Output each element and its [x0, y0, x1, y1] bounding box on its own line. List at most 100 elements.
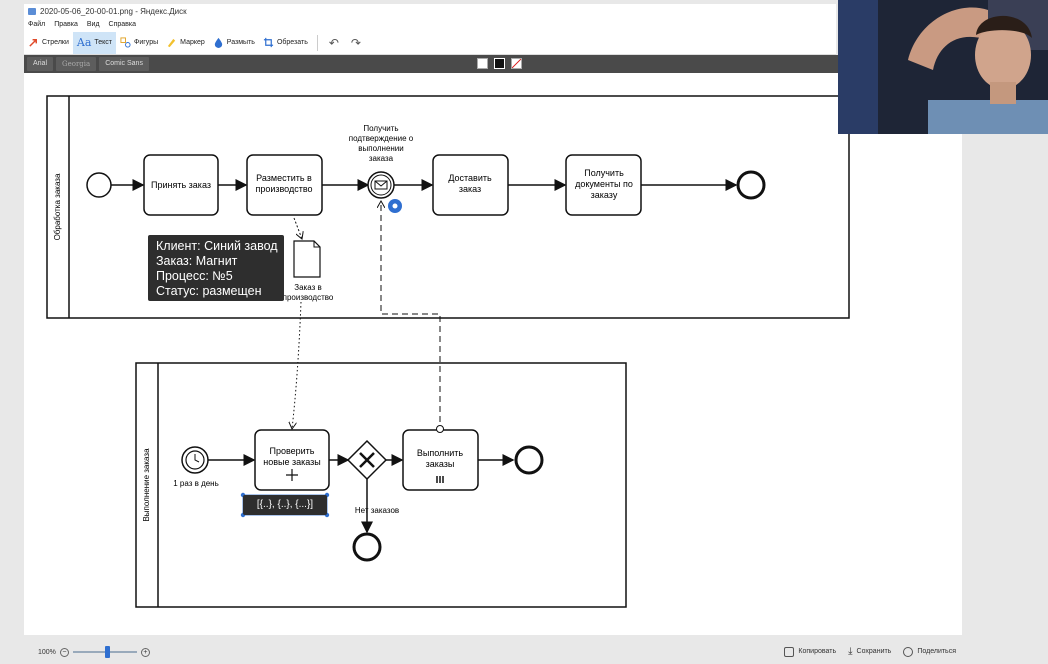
- tool-marker[interactable]: Маркер: [162, 32, 209, 54]
- task-check-label-line2: новые заказы: [263, 457, 321, 467]
- window-title: 2020-05-06_20-00-01.png - Яндекс.Диск: [40, 6, 187, 16]
- tool-shapes-label: Фигуры: [134, 39, 159, 46]
- end-event-executed: [514, 445, 544, 475]
- envelope-icon: [374, 180, 388, 190]
- zoom-level: 100%: [38, 648, 56, 656]
- task-deliver-label-line1: Доставить: [448, 173, 492, 183]
- presenter-video-frame: [838, 0, 1048, 134]
- note-line-status: Статус: размещен: [156, 284, 262, 298]
- task-accept-order-label: Принять заказ: [151, 180, 211, 190]
- marker-icon: [167, 38, 176, 48]
- webcam-overlay: [838, 0, 1048, 134]
- share-button[interactable]: Поделиться: [903, 646, 956, 657]
- message-event-label-line1: Получить: [363, 124, 398, 133]
- multi-instance-icon: [436, 476, 444, 483]
- zoom-out-icon[interactable]: −: [59, 647, 69, 657]
- message-flow-confirm: [381, 201, 441, 422]
- tool-arrows-label: Стрелки: [42, 39, 69, 46]
- plus-icon: [286, 469, 298, 481]
- data-object-icon: [293, 240, 321, 278]
- pool-order-execution-label: Выполнение заказа: [142, 448, 151, 522]
- task-docs-label-line2: документы по: [575, 179, 633, 189]
- data-object-label-line1: Заказ в: [294, 283, 321, 292]
- tool-blur[interactable]: Размыть: [209, 32, 259, 54]
- clock-icon: [185, 450, 205, 470]
- data-association-out: [293, 217, 302, 239]
- message-event-label-line4: заказа: [369, 154, 394, 163]
- tool-crop-label: Обрезать: [276, 39, 308, 46]
- color-swatch-white[interactable]: [477, 58, 488, 69]
- menu-help[interactable]: Справка: [108, 21, 137, 28]
- download-icon: ⤓: [848, 646, 853, 657]
- task-docs-label-line1: Получить: [584, 168, 624, 178]
- task-execute-label-line2: заказы: [426, 459, 455, 469]
- menu-bar: Файл Правка Вид Справка: [24, 18, 836, 31]
- message-catch-event-inner: [370, 174, 392, 196]
- status-actions: Копировать ⤓Сохранить Поделиться: [772, 646, 956, 657]
- arrow-icon: [29, 39, 37, 47]
- clock-hands: [194, 454, 200, 463]
- crop-icon: [263, 37, 274, 48]
- font-comic-sans[interactable]: Comic Sans: [99, 57, 149, 71]
- menu-file[interactable]: Файл: [28, 21, 46, 28]
- tool-marker-label: Маркер: [180, 39, 205, 46]
- zoom-slider[interactable]: [72, 646, 137, 658]
- data-object-fold: [313, 241, 320, 248]
- task-place-label-line2: производство: [255, 184, 312, 194]
- menu-view[interactable]: Вид: [86, 21, 100, 28]
- data-object-label-line2: производство: [283, 293, 334, 302]
- task-docs-label-line3: заказу: [591, 190, 618, 200]
- save-button[interactable]: ⤓Сохранить: [848, 646, 891, 657]
- task-place-label-line1: Разместить в: [256, 173, 312, 183]
- share-label: Поделиться: [917, 648, 956, 655]
- bpmn-diagram: Обработка заказа Принять заказ Разместит…: [46, 95, 850, 608]
- pool-order-processing-label: Обработка заказа: [53, 173, 62, 240]
- redo-icon[interactable]: ↷: [350, 35, 361, 50]
- shapes-icon: [120, 37, 131, 48]
- app-icon: [28, 7, 36, 15]
- end-event: [736, 170, 766, 200]
- window-titlebar: 2020-05-06_20-00-01.png - Яндекс.Диск: [24, 4, 836, 18]
- collection-label[interactable]: [{..}, {..}, {...}]: [243, 495, 327, 515]
- tool-crop[interactable]: Обрезать: [259, 32, 312, 54]
- tool-blur-label: Размыть: [226, 39, 255, 46]
- timer-label: 1 раз в день: [173, 479, 219, 488]
- tool-arrows[interactable]: Стрелки: [24, 32, 73, 54]
- task-deliver-label-line2: заказ: [459, 184, 481, 194]
- share-icon: [903, 646, 914, 657]
- text-icon: Aa: [76, 36, 92, 49]
- tool-shapes[interactable]: Фигуры: [116, 32, 162, 54]
- font-arial[interactable]: Arial: [27, 57, 54, 71]
- color-swatch-black[interactable]: [494, 58, 505, 69]
- message-event-label-line3: выполнении: [358, 144, 404, 153]
- selection-handle-dot: [392, 203, 398, 209]
- end-event-no-orders: [352, 532, 382, 562]
- zoom-in-icon[interactable]: +: [140, 647, 150, 657]
- pool-order-processing: [46, 95, 850, 319]
- pool-order-execution: [135, 362, 627, 608]
- note-line-client: Клиент: Синий завод: [156, 239, 278, 253]
- undo-icon[interactable]: ↶: [328, 35, 339, 50]
- start-event: [86, 172, 112, 198]
- tool-text-label: Текст: [94, 39, 113, 46]
- tool-text[interactable]: Aa Текст: [72, 31, 117, 54]
- text-annotation[interactable]: Клиент: Синий завод Заказ: Магнит Процес…: [148, 235, 284, 301]
- task-execute-label-line1: Выполнить: [417, 448, 464, 458]
- toolbar-divider: [316, 34, 318, 51]
- message-flow-origin: [436, 425, 444, 433]
- menu-edit[interactable]: Правка: [54, 21, 78, 28]
- font-bar: Arial Georgia Comic Sans: [24, 55, 836, 73]
- x-icon: [359, 452, 375, 468]
- save-label: Сохранить: [856, 648, 892, 655]
- copy-button[interactable]: Копировать: [784, 646, 836, 657]
- note-line-order: Заказ: Магнит: [156, 254, 238, 268]
- color-swatch-transparent[interactable]: [511, 58, 522, 69]
- gateway-flow-label: Нет заказов: [355, 506, 399, 515]
- editor-toolbar: Стрелки Aa Текст Фигуры Маркер Размыть О…: [24, 31, 836, 55]
- task-check-label-line1: Проверить: [269, 446, 314, 456]
- zoom-slider-thumb[interactable]: [104, 646, 110, 658]
- image-canvas[interactable]: Обработка заказа Принять заказ Разместит…: [24, 73, 962, 635]
- font-georgia[interactable]: Georgia: [56, 57, 97, 71]
- message-event-label-line2: подтверждение о: [349, 134, 414, 143]
